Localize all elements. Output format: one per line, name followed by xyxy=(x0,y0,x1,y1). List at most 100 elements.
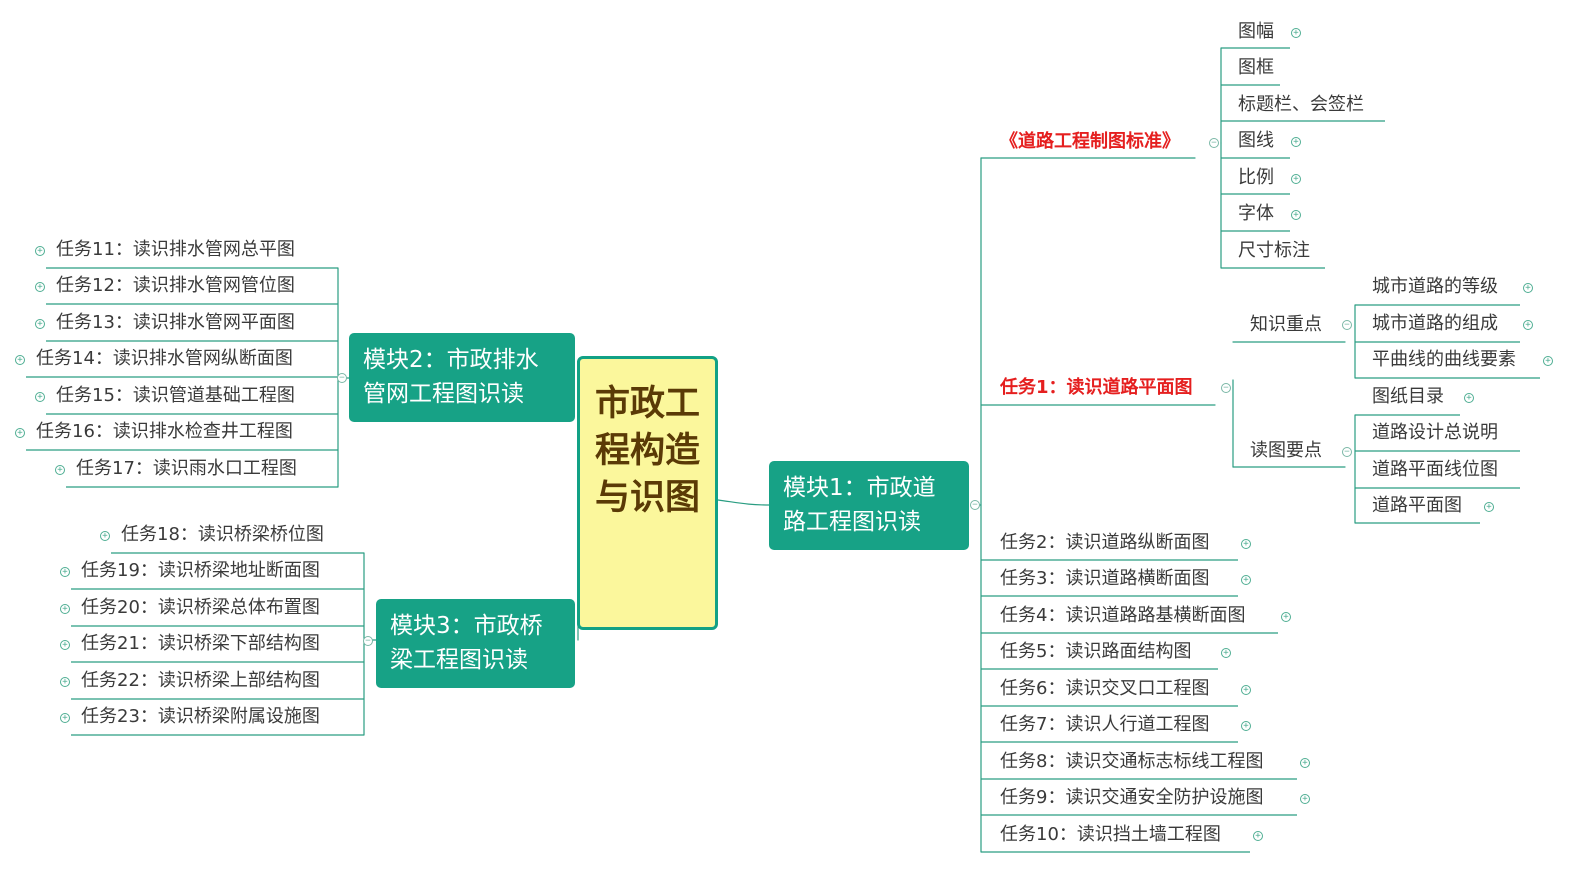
item-label: 图线 xyxy=(1238,130,1274,151)
item-label: 图纸目录 xyxy=(1372,386,1444,407)
collapse-icon[interactable]: − xyxy=(337,373,347,383)
standard-item[interactable]: 图框 xyxy=(1238,55,1274,81)
expand-icon[interactable]: + xyxy=(1464,393,1474,403)
expand-icon[interactable]: + xyxy=(1523,320,1533,330)
task-node[interactable]: 任务14：读识排水管网纵断面图 xyxy=(36,346,293,372)
task-node[interactable]: 任务2：读识道路纵断面图 xyxy=(1000,530,1209,556)
collapse-icon[interactable]: − xyxy=(1342,320,1352,330)
collapse-icon[interactable]: − xyxy=(363,636,373,646)
task-node[interactable]: 任务17：读识雨水口工程图 xyxy=(76,456,297,482)
task-label: 任务23：读识桥梁附属设施图 xyxy=(81,706,320,727)
expand-icon[interactable]: + xyxy=(1291,28,1301,38)
expand-icon[interactable]: + xyxy=(60,604,70,614)
task-node[interactable]: 任务4：读识道路路基横断面图 xyxy=(1000,603,1245,629)
expand-icon[interactable]: + xyxy=(1291,137,1301,147)
item-label: 城市道路的组成 xyxy=(1372,313,1498,334)
task-node[interactable]: 任务12：读识排水管网管位图 xyxy=(56,273,295,299)
task1-node[interactable]: 任务1：读识道路平面图 xyxy=(1000,375,1193,401)
task-label: 任务8：读识交通标志标线工程图 xyxy=(1000,751,1264,772)
expand-icon[interactable]: + xyxy=(1300,794,1310,804)
task-node[interactable]: 任务5：读识路面结构图 xyxy=(1000,639,1191,665)
knowledge-node[interactable]: 知识重点 xyxy=(1250,312,1322,338)
expand-icon[interactable]: + xyxy=(1291,210,1301,220)
expand-icon[interactable]: + xyxy=(1253,831,1263,841)
task-node[interactable]: 任务13：读识排水管网平面图 xyxy=(56,310,295,336)
item-label: 比例 xyxy=(1238,167,1274,188)
standard-item[interactable]: 图幅 xyxy=(1238,19,1274,45)
task-node[interactable]: 任务9：读识交通安全防护设施图 xyxy=(1000,785,1263,811)
expand-icon[interactable]: + xyxy=(60,713,70,723)
expand-icon[interactable]: + xyxy=(1221,648,1231,658)
expand-icon[interactable]: + xyxy=(1241,721,1251,731)
task-node[interactable]: 任务23：读识桥梁附属设施图 xyxy=(81,704,320,730)
standard-item[interactable]: 比例 xyxy=(1238,165,1274,191)
knowledge-label: 知识重点 xyxy=(1250,314,1322,335)
task-label: 任务12：读识排水管网管位图 xyxy=(56,275,295,296)
collapse-icon[interactable]: − xyxy=(1342,447,1352,457)
expand-icon[interactable]: + xyxy=(1484,502,1494,512)
expand-icon[interactable]: + xyxy=(1291,174,1301,184)
item-label: 图框 xyxy=(1238,57,1274,78)
expand-icon[interactable]: + xyxy=(15,428,25,438)
knowledge-item[interactable]: 平曲线的曲线要素 xyxy=(1372,347,1516,373)
task-node[interactable]: 任务7：读识人行道工程图 xyxy=(1000,712,1209,738)
task-node[interactable]: 任务10：读识挡土墙工程图 xyxy=(1000,822,1221,848)
reading-node[interactable]: 读图要点 xyxy=(1250,438,1322,464)
collapse-icon[interactable]: − xyxy=(1221,383,1231,393)
standard-item[interactable]: 字体 xyxy=(1238,201,1274,227)
standard-node[interactable]: 《道路工程制图标准》 xyxy=(1000,129,1180,155)
expand-icon[interactable]: + xyxy=(35,392,45,402)
task-label: 任务21：读识桥梁下部结构图 xyxy=(81,633,320,654)
module1-node[interactable]: 模块1：市政道路工程图识读 xyxy=(769,461,969,550)
task-node[interactable]: 任务15：读识管道基础工程图 xyxy=(56,383,295,409)
task-node[interactable]: 任务22：读识桥梁上部结构图 xyxy=(81,668,320,694)
module2-title: 模块2：市政排水管网工程图识读 xyxy=(363,347,539,407)
expand-icon[interactable]: + xyxy=(1300,758,1310,768)
task-node[interactable]: 任务16：读识排水检查井工程图 xyxy=(36,419,293,445)
task-node[interactable]: 任务18：读识桥梁桥位图 xyxy=(121,522,324,548)
module2-node[interactable]: 模块2：市政排水管网工程图识读 xyxy=(349,333,575,422)
standard-item[interactable]: 标题栏、会签栏 xyxy=(1238,92,1364,118)
reading-item[interactable]: 道路平面线位图 xyxy=(1372,457,1498,483)
reading-label: 读图要点 xyxy=(1250,440,1322,461)
task-node[interactable]: 任务8：读识交通标志标线工程图 xyxy=(1000,749,1263,775)
reading-item[interactable]: 道路平面图 xyxy=(1372,493,1462,519)
expand-icon[interactable]: + xyxy=(1523,283,1533,293)
task-label: 任务4：读识道路路基横断面图 xyxy=(1000,605,1246,626)
expand-icon[interactable]: + xyxy=(100,531,110,541)
expand-icon[interactable]: + xyxy=(1281,612,1291,622)
task-node[interactable]: 任务11：读识排水管网总平图 xyxy=(56,237,295,263)
root-node[interactable]: 市政工程构造与识图 xyxy=(577,356,718,630)
knowledge-item[interactable]: 城市道路的组成 xyxy=(1372,311,1498,337)
task-label: 任务20：读识桥梁总体布置图 xyxy=(81,597,320,618)
expand-icon[interactable]: + xyxy=(1241,685,1251,695)
module1-title: 模块1：市政道路工程图识读 xyxy=(783,475,936,535)
reading-item[interactable]: 道路设计总说明 xyxy=(1372,420,1498,446)
task-node[interactable]: 任务6：读识交叉口工程图 xyxy=(1000,676,1209,702)
module3-node[interactable]: 模块3：市政桥梁工程图识读 xyxy=(376,599,575,688)
reading-item[interactable]: 图纸目录 xyxy=(1372,384,1444,410)
collapse-icon[interactable]: − xyxy=(1209,138,1219,148)
expand-icon[interactable]: + xyxy=(1241,575,1251,585)
expand-icon[interactable]: + xyxy=(35,246,45,256)
task-node[interactable]: 任务19：读识桥梁地址断面图 xyxy=(81,558,320,584)
task-node[interactable]: 任务21：读识桥梁下部结构图 xyxy=(81,631,320,657)
knowledge-item[interactable]: 城市道路的等级 xyxy=(1372,274,1498,300)
expand-icon[interactable]: + xyxy=(15,355,25,365)
expand-icon[interactable]: + xyxy=(55,465,65,475)
expand-icon[interactable]: + xyxy=(1543,356,1553,366)
expand-icon[interactable]: + xyxy=(1241,539,1251,549)
standard-item[interactable]: 图线 xyxy=(1238,128,1274,154)
expand-icon[interactable]: + xyxy=(60,677,70,687)
task-node[interactable]: 任务3：读识道路横断面图 xyxy=(1000,566,1209,592)
expand-icon[interactable]: + xyxy=(60,567,70,577)
task-label: 任务9：读识交通安全防护设施图 xyxy=(1000,787,1264,808)
task-node[interactable]: 任务20：读识桥梁总体布置图 xyxy=(81,595,320,621)
expand-icon[interactable]: + xyxy=(35,282,45,292)
standard-item[interactable]: 尺寸标注 xyxy=(1238,238,1310,264)
expand-icon[interactable]: + xyxy=(60,640,70,650)
expand-icon[interactable]: + xyxy=(35,319,45,329)
collapse-icon[interactable]: − xyxy=(970,500,980,510)
